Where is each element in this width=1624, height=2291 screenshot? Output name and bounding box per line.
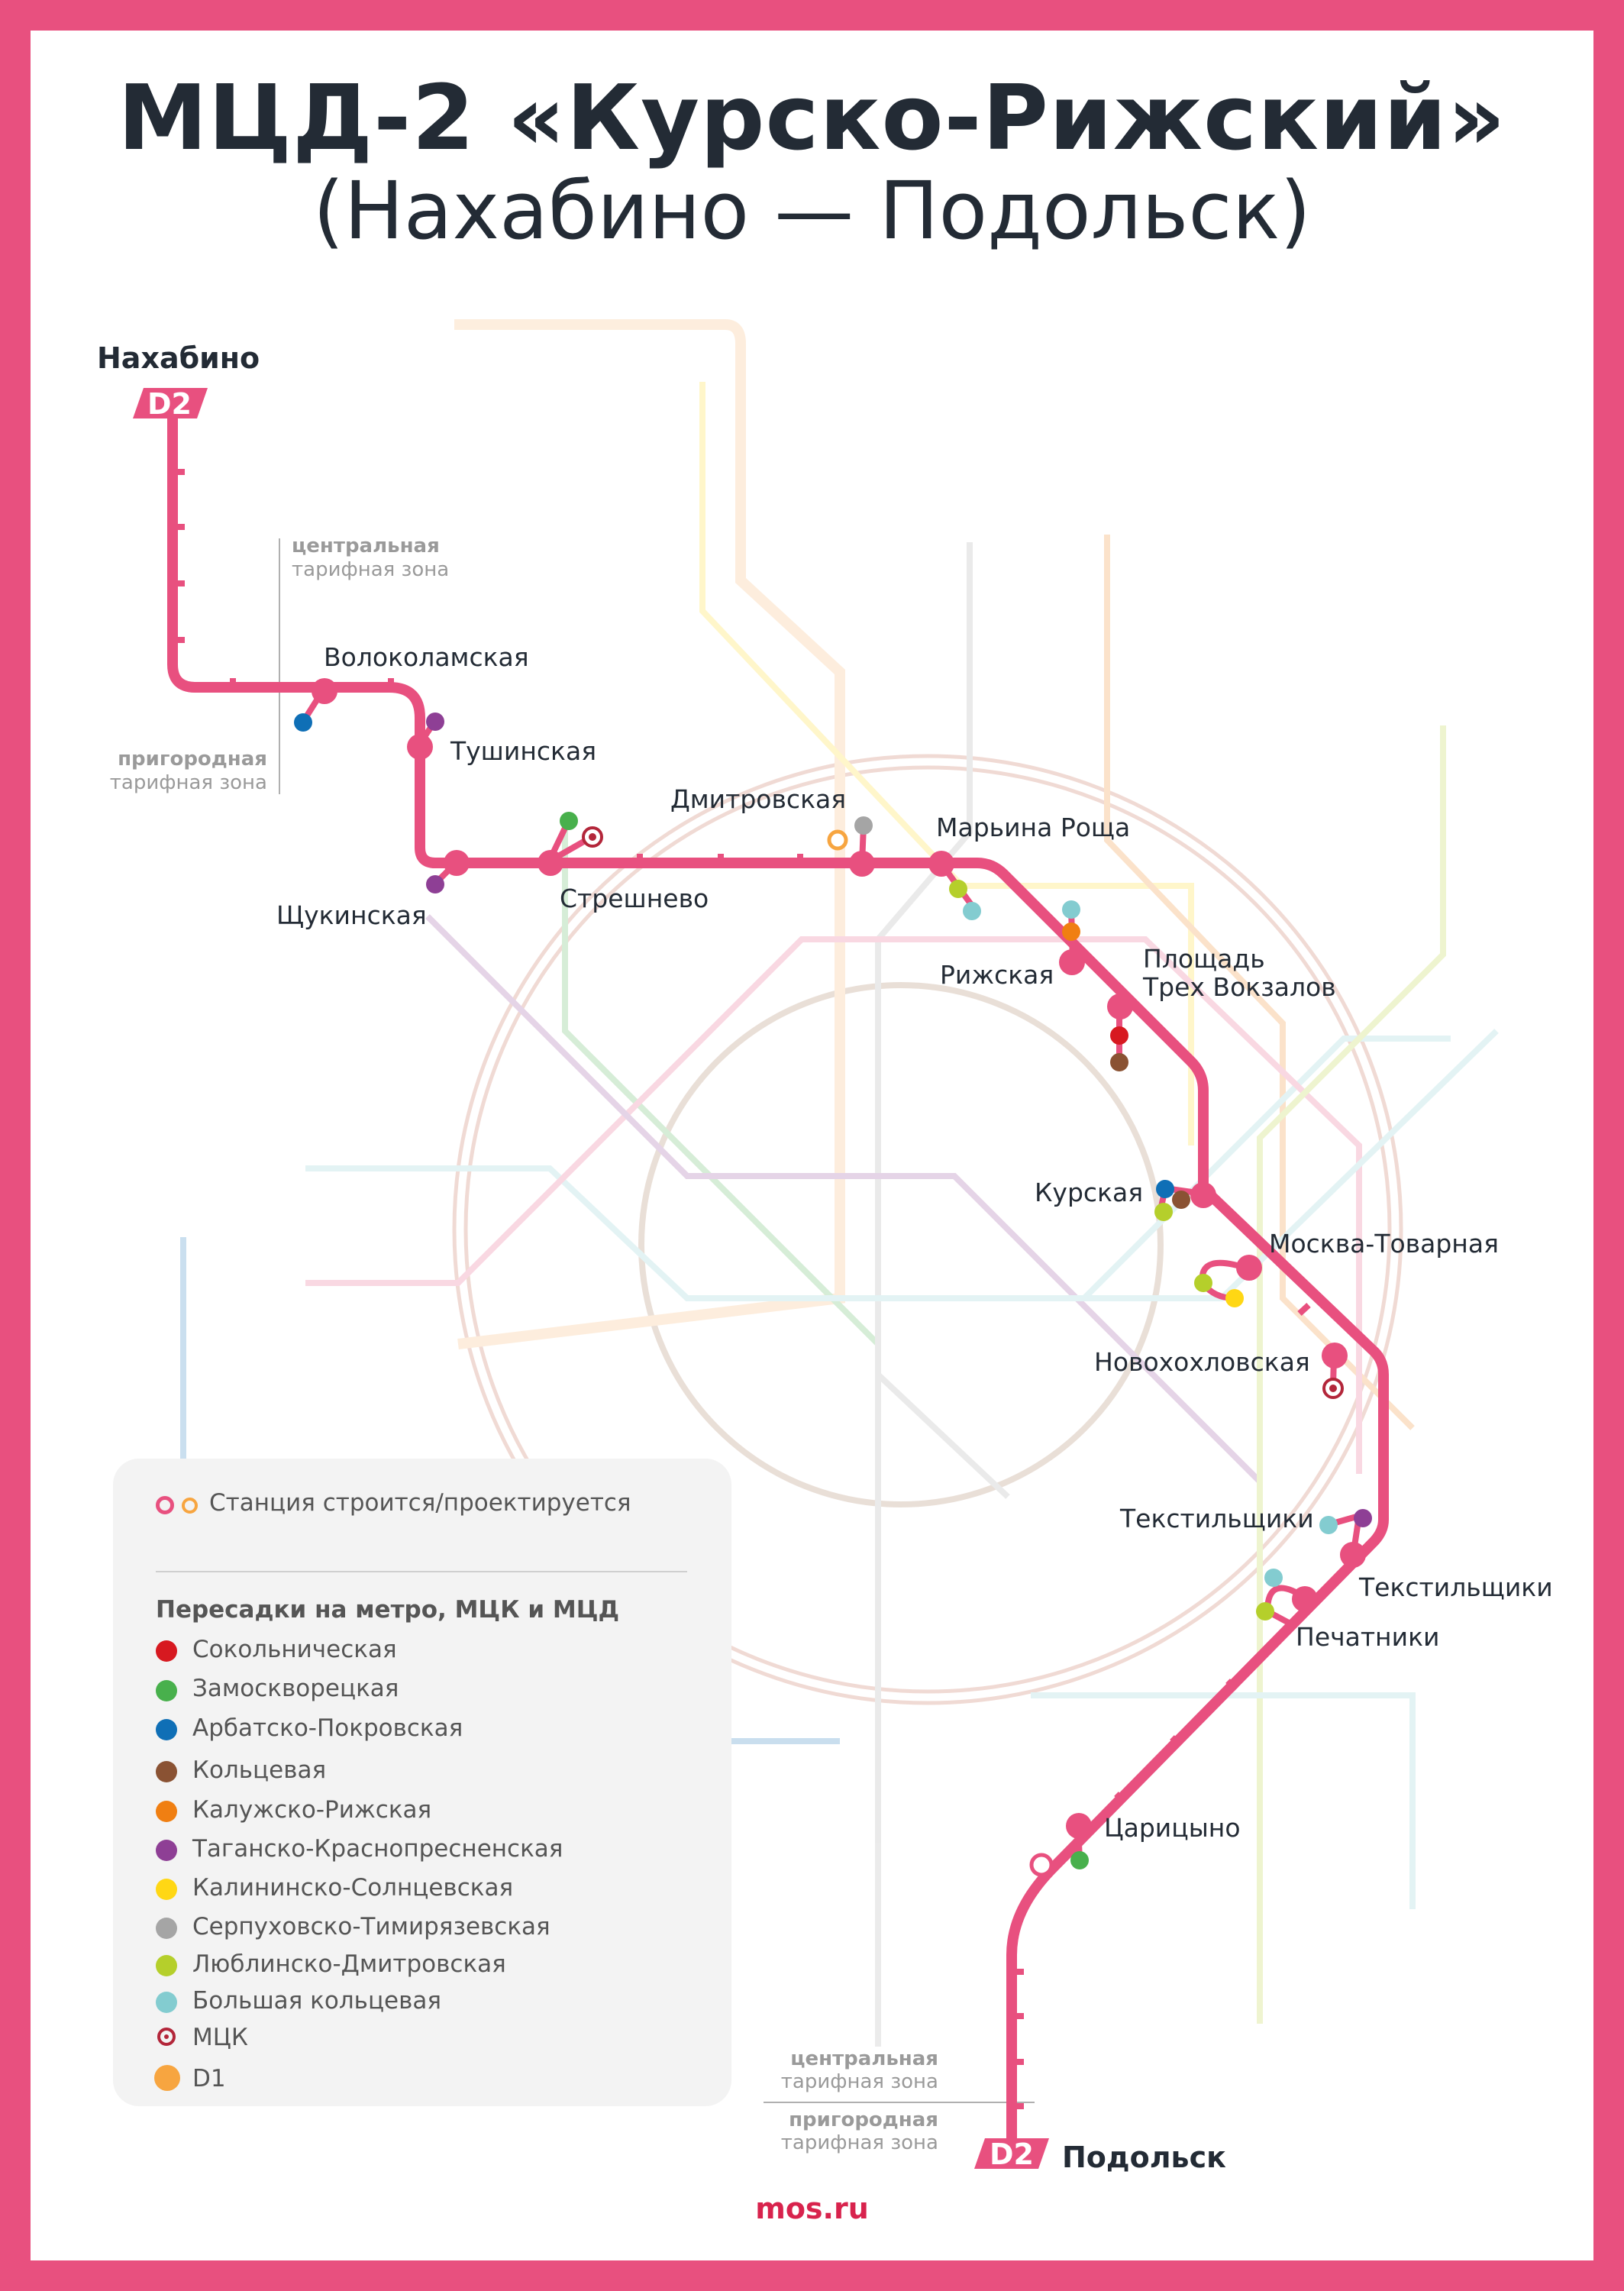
svg-text:центральная: центральная bbox=[292, 535, 440, 557]
zamoskvoretskaya-dot-icon bbox=[156, 1680, 177, 1701]
station-ploshchad-trekh-vokzalov bbox=[1107, 994, 1133, 1019]
station-maryina-roshcha bbox=[928, 851, 954, 877]
koltsevaya-dot-icon bbox=[156, 1761, 177, 1782]
legend-item: Замоскворецкая bbox=[192, 1675, 399, 1702]
legend-item: Сокольническая bbox=[192, 1636, 397, 1663]
svg-text:D2: D2 bbox=[147, 387, 192, 421]
arbatsko-pokrovskaya-dot-icon bbox=[156, 1719, 177, 1740]
svg-text:Печатники: Печатники bbox=[1296, 1622, 1439, 1652]
legend: Станция строится/проектируется Пересадки… bbox=[113, 1459, 731, 2106]
svg-text:Щукинская: Щукинская bbox=[276, 900, 427, 930]
legend-item: Калужско-Рижская bbox=[192, 1796, 432, 1824]
page-subtitle: (Нахабино — Подольск) bbox=[313, 164, 1311, 257]
station-shchukinskaya bbox=[444, 850, 470, 876]
legend-item: Таганско-Краснопресненская bbox=[192, 1835, 563, 1863]
station-moskva-tovarnaya bbox=[1236, 1255, 1262, 1281]
legend-item: Кольцевая bbox=[192, 1756, 327, 1784]
d1-dot-icon bbox=[154, 2065, 180, 2091]
svg-text:D2: D2 bbox=[990, 2138, 1034, 2171]
station-dmitrovskaya bbox=[849, 851, 875, 877]
svg-text:Марьина Роща: Марьина Роща bbox=[936, 813, 1130, 842]
kaluzhsko-rizhskaya-dot-icon bbox=[156, 1801, 177, 1822]
svg-text:Текстильщики: Текстильщики bbox=[1358, 1572, 1553, 1602]
legend-item: МЦК bbox=[192, 2024, 248, 2051]
svg-text:Стрешнево: Стрешнево bbox=[560, 884, 709, 913]
map-poster: МЦД-2 «Курско-Рижский» (Нахабино — Подол… bbox=[31, 31, 1593, 2260]
svg-text:пригородная: пригородная bbox=[118, 748, 267, 771]
legend-item: Арбатско-Покровская bbox=[192, 1714, 463, 1742]
d2-line bbox=[167, 407, 1389, 2159]
svg-text:пригородная: пригородная bbox=[789, 2108, 938, 2131]
legend-header: Пересадки на метро, МЦК и МЦД bbox=[156, 1596, 620, 1624]
station-under-construction-d1 bbox=[827, 829, 848, 851]
line-ticks bbox=[173, 469, 1311, 2109]
line-map: D2 D2 bbox=[97, 319, 1553, 2174]
legend-construction-label: Станция строится/проектируется bbox=[209, 1489, 631, 1517]
lyublinsko-dmitrovskaya-dot-icon bbox=[156, 1955, 177, 1976]
zone-labels: центральная тарифная зона пригородная та… bbox=[110, 535, 938, 2154]
tariff-zone-dividers bbox=[279, 538, 1035, 2103]
legend-item: Большая кольцевая bbox=[192, 1987, 442, 2015]
serpukhovsko-timiryazevskaya-dot-icon bbox=[156, 1918, 177, 1939]
station-tsaritsyno bbox=[1066, 1813, 1092, 1839]
svg-text:тарифная зона: тарифная зона bbox=[110, 771, 267, 794]
legend-item: D1 bbox=[192, 2065, 226, 2092]
legend-item: Серпуховско-Тимирязевская bbox=[192, 1913, 550, 1940]
d2-badge-north: D2 bbox=[133, 387, 208, 421]
station-pechatniki bbox=[1292, 1586, 1318, 1612]
svg-text:центральная: центральная bbox=[790, 2047, 938, 2070]
station-tekstilshchiki bbox=[1340, 1542, 1366, 1568]
station-labels: Нахабино Подольск Волоколамская Тушинска… bbox=[97, 341, 1553, 2174]
construction-d1-icon bbox=[182, 1498, 198, 1514]
svg-text:Москва-Товарная: Москва-Товарная bbox=[1269, 1229, 1499, 1259]
svg-text:Царицыно: Царицыно bbox=[1104, 1813, 1241, 1843]
svg-text:Трех Вокзалов: Трех Вокзалов bbox=[1142, 972, 1336, 1002]
construction-icon bbox=[156, 1496, 174, 1514]
transfer-dots bbox=[294, 713, 1372, 1869]
mck-icon bbox=[1322, 1378, 1344, 1399]
svg-text:тарифная зона: тарифная зона bbox=[292, 558, 449, 581]
svg-text:Текстильщики: Текстильщики bbox=[1119, 1504, 1314, 1533]
station-under-construction-south bbox=[1029, 1853, 1054, 1877]
station-novokhokhlovskaya bbox=[1322, 1343, 1348, 1368]
svg-text:Рижская: Рижская bbox=[940, 960, 1054, 990]
bolshaya-koltsevaya-dot-icon bbox=[156, 1992, 177, 2013]
station-rizhskaya bbox=[1059, 949, 1085, 975]
svg-text:Волоколамская: Волоколамская bbox=[324, 642, 529, 672]
legend-divider bbox=[156, 1571, 687, 1572]
svg-text:тарифная зона: тарифная зона bbox=[781, 2131, 938, 2154]
svg-text:Курская: Курская bbox=[1035, 1178, 1143, 1207]
mck-icon bbox=[582, 826, 603, 848]
station-streshnevo bbox=[538, 850, 563, 876]
tagansko-krasnopresnenskaya-dot-icon bbox=[156, 1840, 177, 1861]
station-kurskaya bbox=[1190, 1182, 1216, 1208]
station-markers bbox=[312, 678, 1366, 1839]
page-title: МЦД-2 «Курско-Рижский» bbox=[118, 65, 1506, 170]
d2-badge-south: D2 bbox=[974, 2138, 1049, 2171]
sokolnicheskaya-dot-icon bbox=[156, 1640, 177, 1662]
footer-link[interactable]: mos.ru bbox=[755, 2192, 869, 2225]
svg-text:Тушинская: Тушинская bbox=[450, 736, 596, 766]
svg-text:Площадь: Площадь bbox=[1143, 944, 1265, 974]
terminal-north-label: Нахабино bbox=[97, 341, 260, 375]
station-volokolamskaya bbox=[312, 678, 337, 704]
svg-text:Дмитровская: Дмитровская bbox=[670, 784, 846, 814]
kalininsko-solntsevskaya-dot-icon bbox=[156, 1879, 177, 1900]
terminal-south-label: Подольск bbox=[1062, 2141, 1226, 2174]
station-tushinskaya bbox=[407, 734, 433, 760]
legend-item: Калининско-Солнцевская bbox=[192, 1874, 514, 1902]
mck-icon bbox=[157, 2028, 176, 2046]
svg-text:Новохохловская: Новохохловская bbox=[1094, 1347, 1310, 1377]
legend-item: Люблинско-Дмитровская bbox=[192, 1950, 506, 1978]
svg-text:тарифная зона: тарифная зона bbox=[781, 2070, 938, 2093]
